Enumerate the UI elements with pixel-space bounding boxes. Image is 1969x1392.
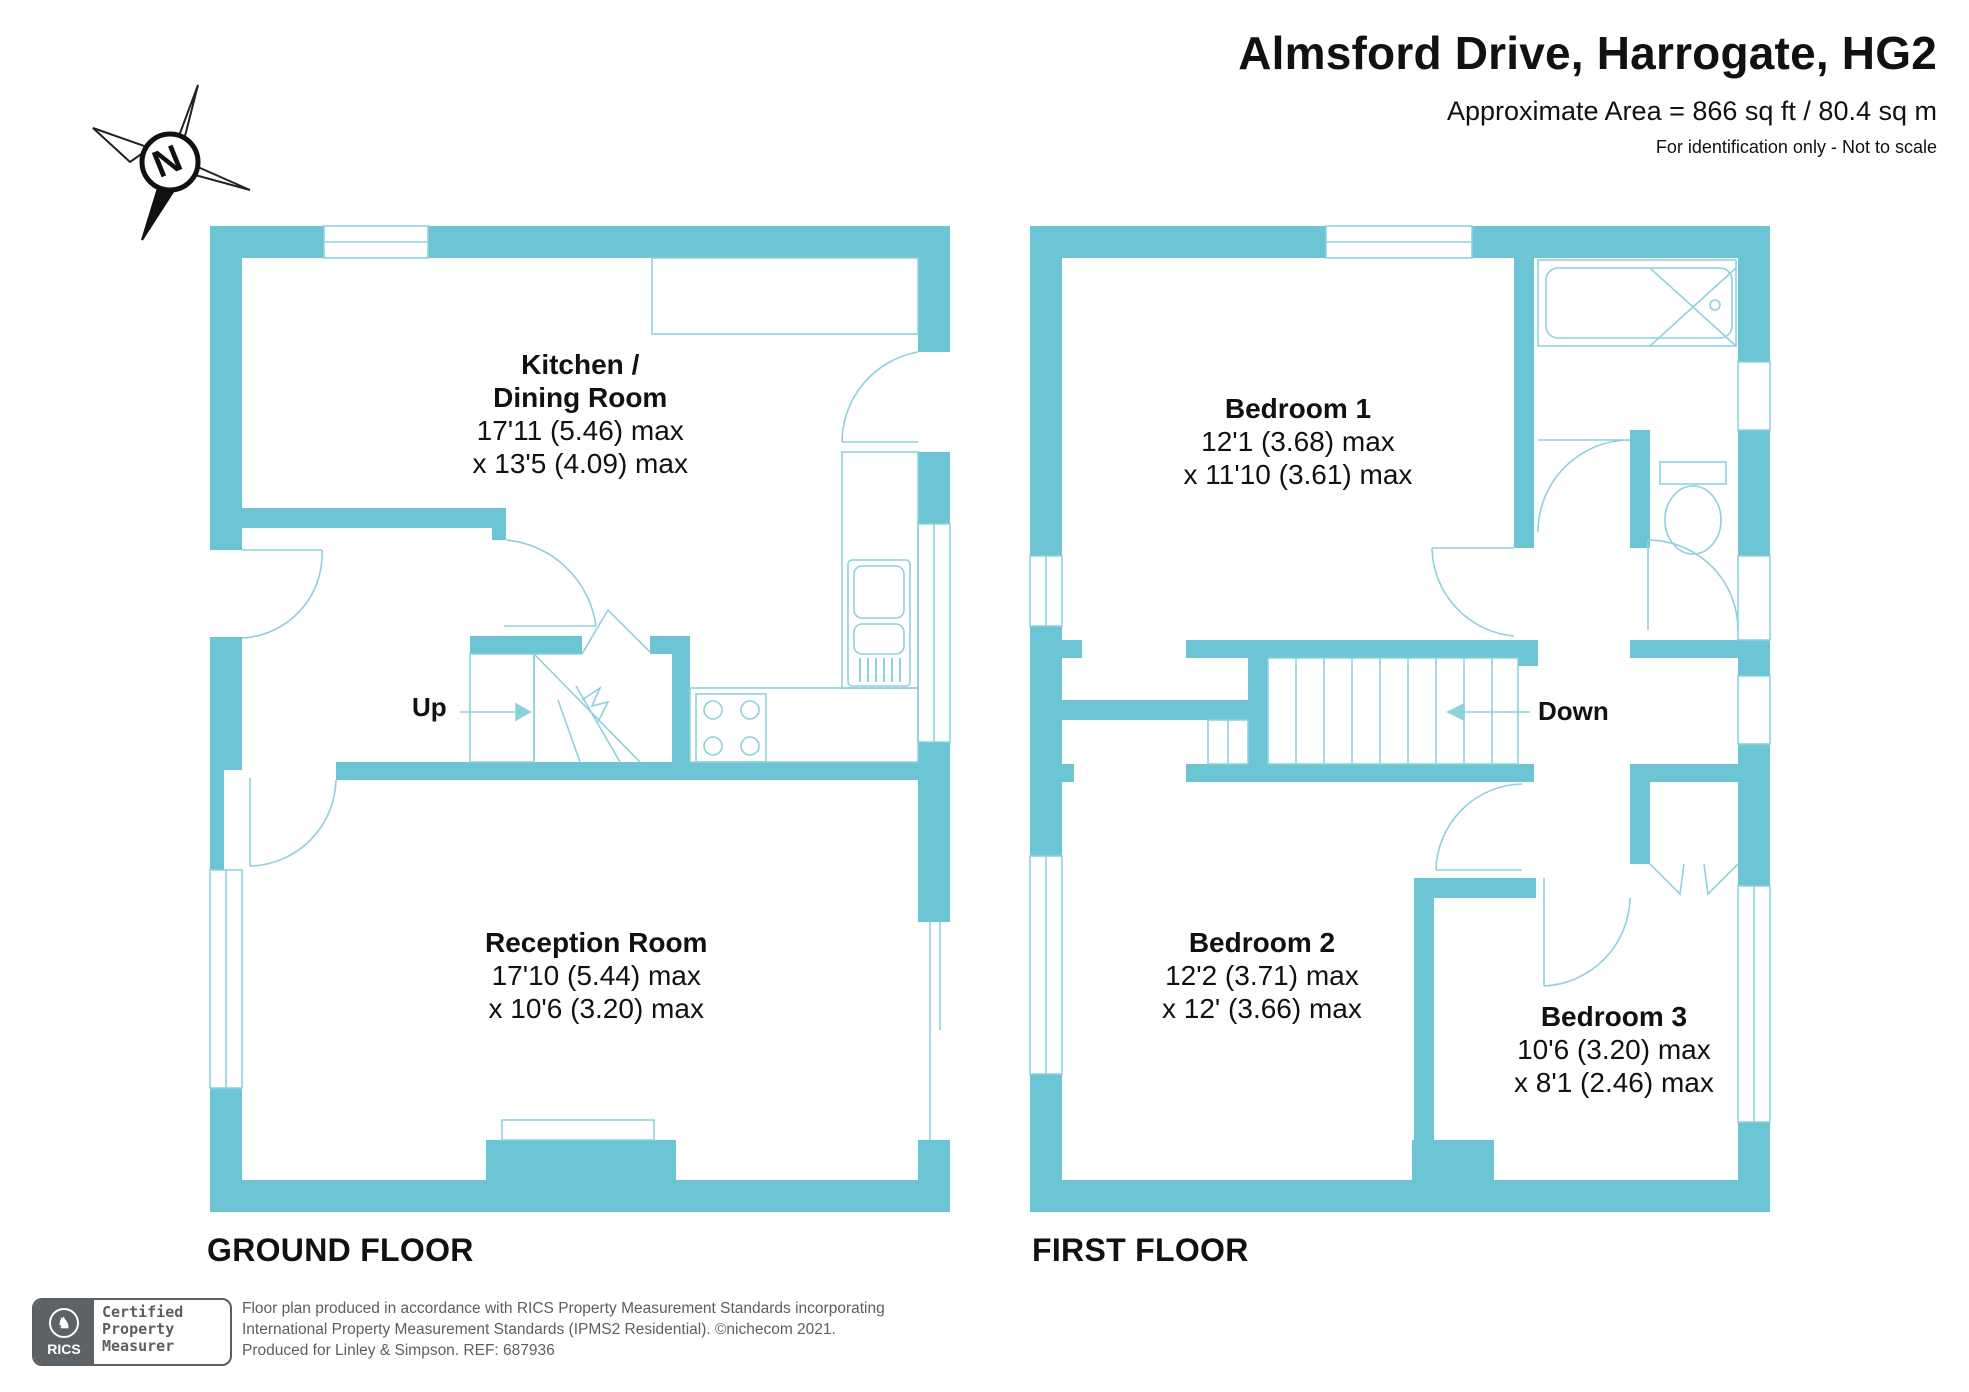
first-floor-label: FIRST FLOOR (1032, 1232, 1249, 1268)
room-dimension: x 10'6 (3.20) max (488, 993, 704, 1024)
room-dimension: 17'11 (5.46) max (476, 415, 684, 446)
room-dimension: 17'10 (5.44) max (491, 960, 701, 991)
approximate-area: Approximate Area = 866 sq ft / 80.4 sq m (1446, 96, 1937, 126)
rics-org: RICS (47, 1340, 81, 1357)
identification-note: For identification only - Not to scale (1655, 137, 1937, 157)
room-dimension: x 11'10 (3.61) max (1183, 459, 1413, 490)
room-dimension: 12'1 (3.68) max (1201, 426, 1395, 457)
room-kitchen-dining: Kitchen / Dining Room 17'11 (5.46) max x… (473, 348, 688, 480)
room-name: Reception Room (485, 927, 708, 958)
property-title: Almsford Drive, Harrogate, HG2 (1238, 27, 1937, 79)
room-bedroom-3: Bedroom 3 10'6 (3.20) max x 8'1 (2.46) m… (1514, 1000, 1714, 1099)
stairs-down-label: Down (1538, 696, 1609, 726)
badge-line: Measurer (102, 1337, 175, 1355)
rics-logo: ♞ RICS (34, 1300, 94, 1364)
room-reception: Reception Room 17'10 (5.44) max x 10'6 (… (485, 926, 707, 1025)
room-dimension: x 13'5 (4.09) max (472, 448, 688, 479)
badge-line: Property (102, 1320, 175, 1338)
footer-line: Produced for Linley & Simpson. REF: 6879… (242, 1342, 555, 1359)
first-floor-fixtures (1029, 225, 1771, 1123)
room-bedroom-1: Bedroom 1 12'1 (3.68) max x 11'10 (3.61)… (1184, 392, 1413, 491)
room-bedroom-2: Bedroom 2 12'2 (3.71) max x 12' (3.66) m… (1162, 926, 1362, 1025)
room-name: Bedroom 2 (1188, 927, 1336, 958)
ground-floor-walls (210, 226, 950, 1212)
compass-icon (92, 84, 251, 241)
room-dimension: x 8'1 (2.46) max (1514, 1067, 1714, 1098)
footer-line: Floor plan produced in accordance with R… (242, 1300, 885, 1317)
room-dimension: x 12' (3.66) max (1162, 993, 1362, 1024)
footer-line: International Property Measurement Stand… (242, 1321, 836, 1338)
rics-certified-badge: ♞ RICS Certified Property Measurer (32, 1298, 232, 1366)
room-dimension: 10'6 (3.20) max (1517, 1034, 1711, 1065)
ground-floor-label: GROUND FLOOR (207, 1232, 474, 1268)
footer-notes: Floor plan produced in accordance with R… (242, 1298, 885, 1361)
room-dimension: 12'2 (3.71) max (1165, 960, 1359, 991)
ground-floor-fixtures (209, 225, 951, 1141)
badge-line: Certified (102, 1303, 184, 1321)
lion-icon: ♞ (49, 1307, 79, 1338)
first-floor-walls (1030, 226, 1770, 1212)
room-name: Kitchen / (521, 349, 640, 380)
room-name-line2: Dining Room (493, 382, 668, 413)
room-name: Bedroom 3 (1540, 1001, 1688, 1032)
stairs-up-label: Up (412, 692, 447, 722)
room-name: Bedroom 1 (1224, 393, 1372, 424)
rics-badge-text: Certified Property Measurer (94, 1300, 230, 1364)
